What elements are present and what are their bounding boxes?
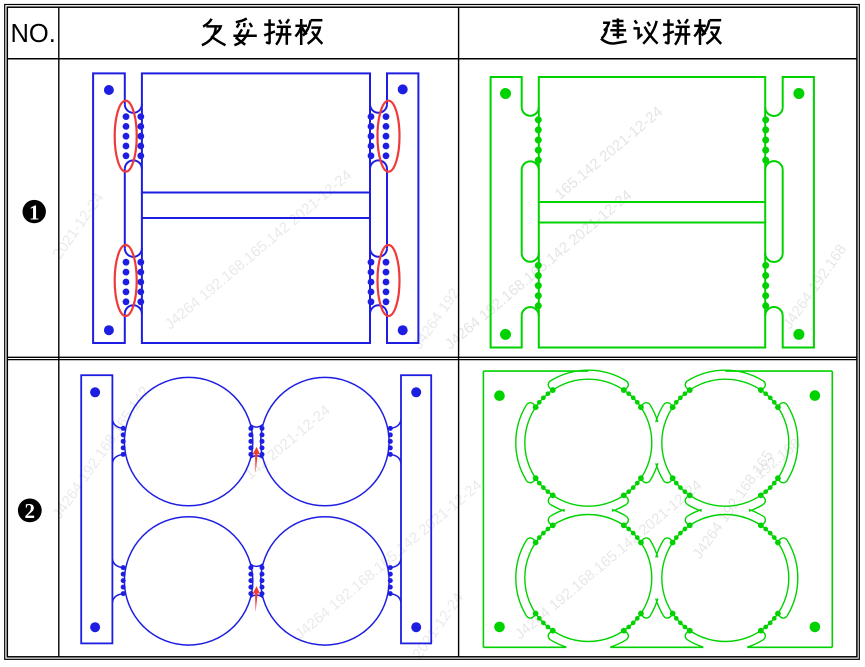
svg-text:1: 1 <box>29 200 40 224</box>
svg-text:2: 2 <box>25 499 36 523</box>
svg-text:NO.: NO. <box>11 20 56 48</box>
